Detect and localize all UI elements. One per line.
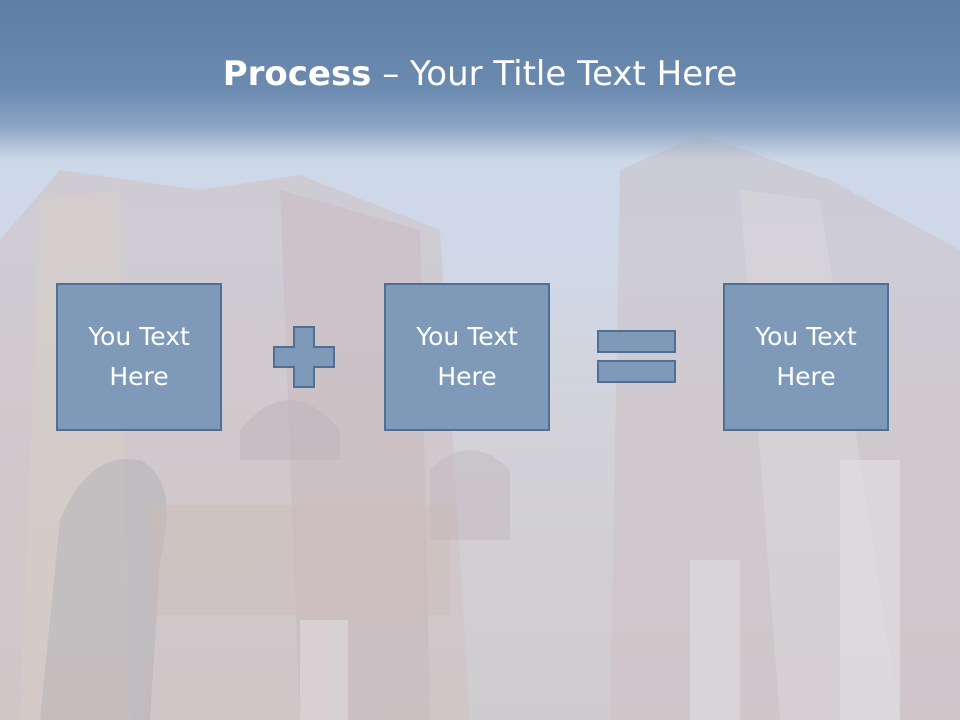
- equals-icon: [597, 330, 676, 383]
- slide-title: Process – Your Title Text Here: [0, 52, 960, 96]
- title-rest: – Your Title Text Here: [371, 54, 738, 94]
- process-box-3: You Text Here: [723, 283, 889, 431]
- process-box-1: You Text Here: [56, 283, 222, 431]
- plus-icon: [273, 326, 335, 388]
- title-band: [0, 0, 960, 160]
- process-box-2: You Text Here: [384, 283, 550, 431]
- title-bold: Process: [222, 54, 372, 94]
